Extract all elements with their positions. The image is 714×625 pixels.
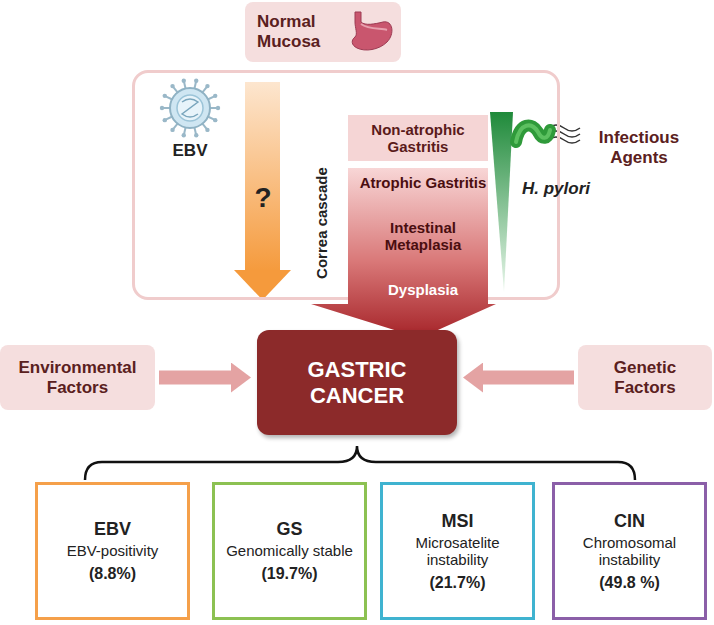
subtype-share: (19.7%) — [261, 565, 317, 583]
bacterium-icon — [516, 125, 580, 143]
agent-label: EBV — [165, 140, 215, 162]
subtype-description: Genomically stable — [226, 542, 353, 559]
virus-spike-tip — [213, 94, 217, 98]
virus-spike-tip — [182, 79, 186, 83]
question-mark: ? — [247, 182, 279, 214]
stomach-icon — [341, 10, 395, 54]
arrow-body — [245, 82, 280, 272]
cascade-label: Correa cascade — [312, 163, 332, 283]
cascade-arrow: Atrophic GastritisIntestinal MetaplasiaD… — [308, 168, 498, 338]
outcome-box: GASTRIC CANCER — [257, 330, 457, 435]
virus-spike-tip — [205, 128, 209, 132]
virus-core — [177, 95, 203, 121]
bacterium-body — [516, 125, 550, 142]
virus-icon — [160, 79, 220, 138]
curly-brace — [85, 446, 635, 480]
factor-box: Genetic Factors — [578, 345, 712, 410]
subtype-description: Microsatelite instability — [389, 534, 526, 568]
virus-capsid — [170, 88, 210, 128]
subtype-name: CIN — [614, 511, 645, 532]
bacterium-highlight — [516, 125, 550, 142]
virus-spike-tip — [163, 94, 167, 98]
virus-spike-tip — [213, 118, 217, 122]
box-label: Normal Mucosa — [257, 12, 337, 52]
subtype-share: (21.7%) — [429, 574, 485, 592]
ebv-arrow — [234, 82, 291, 300]
subtype-box: GS Genomically stable (19.7%) — [212, 482, 367, 620]
virus-spike-tip — [216, 106, 220, 110]
virus-spike-tip — [194, 79, 198, 83]
arrow-head — [234, 270, 291, 300]
virus-spike-tip — [170, 128, 174, 132]
subtype-name: EBV — [94, 519, 131, 540]
arrow-outline — [308, 168, 498, 338]
box-label: GASTRIC CANCER — [282, 357, 432, 409]
virus-genome — [182, 99, 198, 117]
subtype-box: EBV EBV-positivity (8.8%) — [35, 482, 190, 620]
stage-label: Intestinal Metaplasia — [353, 219, 493, 253]
region-box: Non-atrophic GastritisAtrophic Gastritis… — [132, 70, 560, 300]
stomach-shape — [352, 12, 392, 50]
subtype-name: GS — [276, 519, 302, 540]
start-box: Normal Mucosa — [245, 2, 401, 62]
virus-spike-tip — [182, 133, 186, 137]
box-label: Environmental Factors — [10, 358, 145, 398]
virus-spike-tip — [163, 118, 167, 122]
region-heading: Infectious Agents — [575, 128, 703, 168]
subtype-box: MSIMicrosatelite instability (21.7%) — [380, 482, 535, 620]
factor-box: Environmental Factors — [0, 345, 155, 410]
factor-arrow — [159, 371, 233, 385]
subtype-description: EBV-positivity — [67, 542, 159, 559]
virus-spike-tip — [160, 106, 164, 110]
text-column: Atrophic GastritisIntestinal MetaplasiaD… — [353, 174, 493, 298]
stage-label: Atrophic Gastritis — [360, 174, 487, 191]
stomach-highlight — [361, 24, 387, 30]
factor-arrow — [481, 371, 574, 385]
subtype-name: MSI — [441, 511, 473, 532]
virus-spike-tip — [194, 133, 198, 137]
stage-band: Non-atrophic Gastritis — [348, 115, 488, 161]
subtype-share: (49.8 %) — [599, 574, 659, 592]
stage-label: Non-atrophic Gastritis — [348, 121, 488, 155]
arrow-shape — [311, 168, 496, 338]
virus-spike-tip — [170, 84, 174, 88]
virus-spike-tip — [205, 84, 209, 88]
box-label: Genetic Factors — [588, 358, 702, 398]
agent-label: H. pylori — [514, 178, 598, 200]
subtype-share: (8.8%) — [89, 565, 136, 583]
subtype-description: Chromosomal instability — [561, 534, 698, 568]
stage-label: Dysplasia — [388, 281, 458, 298]
gradient-wedge — [490, 112, 513, 292]
subtype-box: CINChromosomal instability (49.8 %) — [552, 482, 707, 620]
